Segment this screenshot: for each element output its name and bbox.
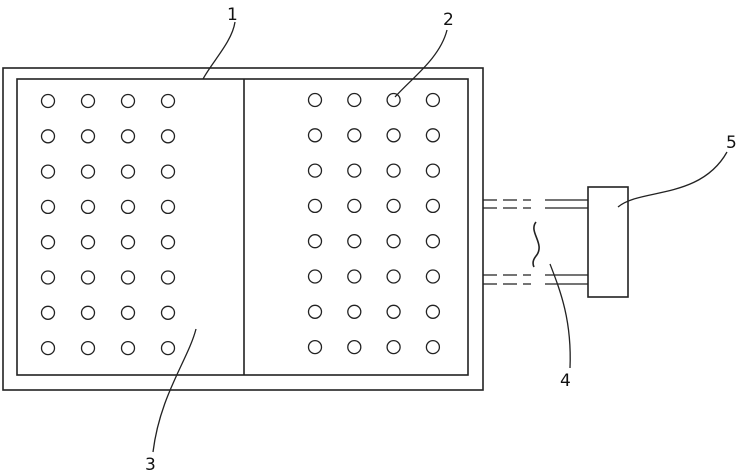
left-panel-hole: [42, 271, 55, 284]
left-panel-hole: [162, 236, 175, 249]
left-panel-hole: [122, 95, 135, 108]
right-panel-hole: [348, 305, 361, 318]
right-panel-hole: [387, 235, 400, 248]
right-panel-hole: [348, 164, 361, 177]
left-panel-hole: [122, 342, 135, 355]
left-panel-hole: [162, 342, 175, 355]
label-part-5: 5: [726, 133, 737, 153]
right-panel-hole: [426, 235, 439, 248]
left-panel-hole: [122, 306, 135, 319]
left-panel-hole: [82, 271, 95, 284]
leader-line-2: [395, 30, 447, 97]
right-panel-hole: [387, 270, 400, 283]
left-panel-hole: [82, 342, 95, 355]
right-panel-hole: [426, 94, 439, 107]
right-panel-hole: [387, 164, 400, 177]
left-panel-hole: [42, 236, 55, 249]
right-panel-hole: [309, 94, 322, 107]
right-panel-hole: [387, 305, 400, 318]
right-panel-hole: [426, 199, 439, 212]
left-panel-hole: [162, 130, 175, 143]
left-panel-hole: [42, 200, 55, 213]
left-panel-hole: [122, 130, 135, 143]
right-panel-hole: [309, 341, 322, 354]
right-panel-hole: [426, 305, 439, 318]
left-panel-hole: [82, 130, 95, 143]
left-panel-hole: [42, 130, 55, 143]
label-part-4: 4: [560, 371, 571, 391]
left-panel-hole: [162, 95, 175, 108]
left-panel-hole: [162, 200, 175, 213]
left-panel-hole: [122, 236, 135, 249]
right-panel-hole: [387, 341, 400, 354]
left-panel-hole: [42, 95, 55, 108]
right-panel-hole: [348, 235, 361, 248]
left-panel-hole: [42, 342, 55, 355]
left-panel-hole: [162, 165, 175, 178]
right-hole-grid: [309, 94, 440, 354]
right-panel-hole: [348, 341, 361, 354]
leader-line-5: [618, 152, 727, 207]
left-panel-hole: [162, 271, 175, 284]
left-panel-hole: [122, 165, 135, 178]
label-part-1: 1: [227, 5, 238, 25]
inner-frame: [17, 79, 468, 375]
left-panel-hole: [82, 95, 95, 108]
right-panel-hole: [348, 270, 361, 283]
leader-line-1: [203, 22, 235, 79]
left-panel-hole: [82, 236, 95, 249]
right-panel-hole: [387, 94, 400, 107]
right-panel-hole: [426, 341, 439, 354]
outer-frame: [3, 68, 483, 390]
label-part-2: 2: [443, 10, 454, 30]
left-panel-hole: [122, 271, 135, 284]
right-panel-hole: [426, 129, 439, 142]
left-panel-hole: [42, 306, 55, 319]
label-part-3: 3: [145, 455, 156, 475]
left-panel-hole: [82, 200, 95, 213]
right-panel-hole: [348, 199, 361, 212]
break-symbol: [533, 222, 539, 267]
right-panel-hole: [309, 305, 322, 318]
left-panel-hole: [162, 306, 175, 319]
left-panel-hole: [82, 306, 95, 319]
right-panel-hole: [309, 129, 322, 142]
right-panel-hole: [309, 270, 322, 283]
right-panel-hole: [426, 164, 439, 177]
right-panel-hole: [348, 129, 361, 142]
right-panel-hole: [387, 199, 400, 212]
left-panel-hole: [42, 165, 55, 178]
leader-line-4: [550, 264, 570, 368]
right-panel-hole: [309, 164, 322, 177]
right-panel-hole: [387, 129, 400, 142]
right-panel-hole: [309, 199, 322, 212]
left-panel-hole: [82, 165, 95, 178]
left-panel-hole: [122, 200, 135, 213]
right-panel-hole: [309, 235, 322, 248]
right-panel-hole: [426, 270, 439, 283]
left-hole-grid: [42, 95, 175, 355]
connection-lines: [483, 200, 588, 284]
right-panel-hole: [348, 94, 361, 107]
